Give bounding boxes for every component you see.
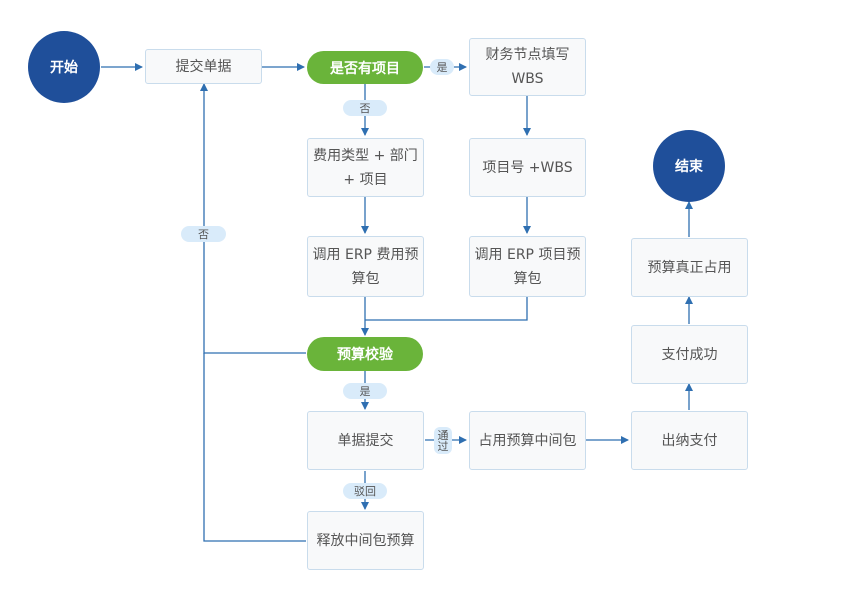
- edge-callproject-merge: [365, 297, 528, 321]
- cashier-payment-box: 出纳支付: [631, 411, 748, 470]
- yes-project-tag: 是: [430, 59, 454, 75]
- occupy-middle-package-label: 占用预算中间包: [478, 432, 577, 449]
- has-project-decision: 是否有项目: [307, 51, 423, 84]
- finance-wbs-box: 财务节点填写 WBS: [469, 38, 586, 96]
- has-project-label: 是否有项目: [330, 60, 400, 77]
- start-label: 开始: [50, 60, 78, 76]
- expense-dept-line1: 费用类型 + 部门: [313, 147, 418, 164]
- no-project-tag: 否: [343, 100, 387, 116]
- end-label: 结束: [675, 159, 703, 175]
- pass-text-line1: 通: [437, 428, 449, 442]
- start-node: 开始: [28, 31, 100, 103]
- occupy-middle-package-box: 占用预算中间包: [469, 411, 586, 470]
- end-node: 结束: [653, 130, 725, 202]
- project-wbs-box: 项目号 +WBS: [469, 138, 586, 197]
- document-submit-box: 单据提交: [307, 411, 424, 470]
- release-middle-package-box: 释放中间包预算: [307, 511, 424, 570]
- budget-check-decision: 预算校验: [307, 337, 423, 371]
- document-submit-label: 单据提交: [337, 432, 394, 449]
- expense-dept-box: 费用类型 + 部门 + 项目: [307, 138, 424, 197]
- release-middle-package-label: 释放中间包预算: [316, 532, 415, 549]
- yes-check-text: 是: [359, 385, 371, 398]
- yes-check-tag: 是: [343, 383, 387, 399]
- call-expense-package-box: 调用 ERP 费用预 算包: [307, 236, 424, 297]
- cashier-payment-label: 出纳支付: [661, 432, 718, 449]
- no-project-text: 否: [359, 102, 371, 115]
- budget-actual-occupy-label: 预算真正占用: [647, 259, 732, 276]
- pass-text-line2: 过: [437, 439, 449, 453]
- budget-check-label: 预算校验: [337, 347, 393, 363]
- project-wbs-label: 项目号 +WBS: [482, 159, 573, 176]
- finance-wbs-line1: 财务节点填写: [485, 47, 570, 63]
- call-project-line1: 调用 ERP 项目预: [474, 246, 581, 263]
- no-check-tag: 否: [181, 226, 226, 242]
- call-project-line2: 算包: [513, 270, 542, 287]
- submit-document-box: 提交单据: [145, 49, 262, 84]
- yes-project-text: 是: [436, 61, 448, 74]
- finance-wbs-line2: WBS: [511, 71, 544, 87]
- expense-dept-line2: + 项目: [343, 171, 388, 188]
- submit-document-label: 提交单据: [175, 58, 232, 75]
- reject-text: 驳回: [354, 485, 376, 498]
- call-expense-line2: 算包: [351, 270, 380, 287]
- budget-actual-occupy-box: 预算真正占用: [631, 238, 748, 297]
- no-check-text: 否: [198, 228, 209, 241]
- reject-tag: 驳回: [343, 483, 387, 499]
- call-project-package-box: 调用 ERP 项目预 算包: [469, 236, 586, 297]
- call-expense-line1: 调用 ERP 费用预: [312, 246, 419, 263]
- payment-success-box: 支付成功: [631, 325, 748, 384]
- pass-tag: 通 过: [434, 427, 452, 454]
- edge-release-loop: [203, 353, 306, 542]
- payment-success-label: 支付成功: [661, 346, 718, 363]
- edge-check-no: [200, 83, 306, 354]
